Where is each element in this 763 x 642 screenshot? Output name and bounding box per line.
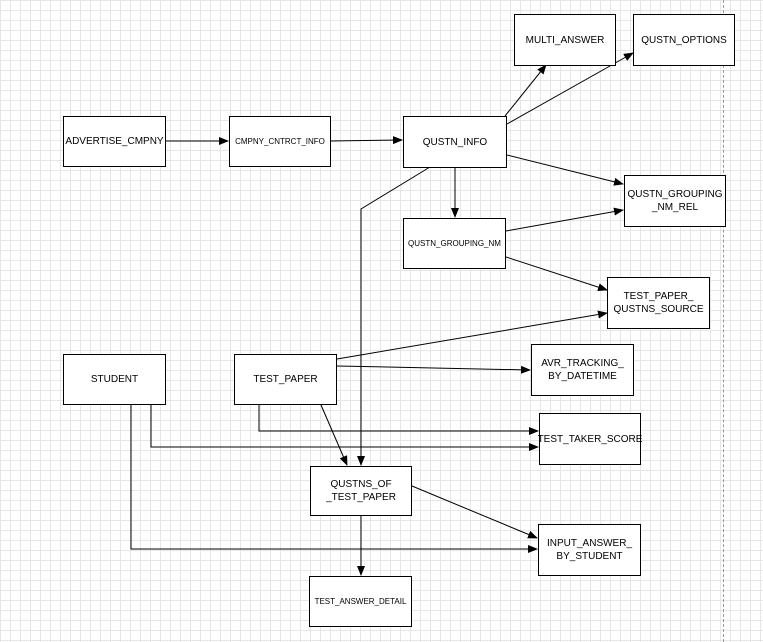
edge-test-paper-to-avr-tracking xyxy=(336,365,531,374)
edge-qustn-info-to-multi-answer xyxy=(504,64,547,117)
node-cmpny-cntrct-info[interactable]: CMPNY_CNTRCT_INFO xyxy=(229,116,331,167)
edge-grouping-nm-to-grouping-rel xyxy=(505,207,624,232)
node-input-answer-by-student[interactable]: INPUT_ANSWER_ BY_STUDENT xyxy=(538,524,641,576)
node-test-answer-detail[interactable]: TEST_ANSWER_DETAIL xyxy=(309,576,412,627)
node-test-taker-score[interactable]: TEST_TAKER_SCORE xyxy=(538,413,642,465)
edge-test-paper-to-test-paper-source xyxy=(336,310,608,360)
node-multi-answer[interactable]: MULTI_ANSWER xyxy=(514,14,616,66)
edge-qustn-info-to-grouping-rel xyxy=(506,154,624,186)
node-qustn-options[interactable]: QUSTN_OPTIONS xyxy=(633,14,735,66)
page-boundary-guide xyxy=(723,0,724,642)
node-avr-tracking-by-datetime[interactable]: AVR_TRACKING_ BY_DATETIME xyxy=(531,344,634,396)
edge-cmpny-cntrct-to-qustn-info xyxy=(330,136,403,145)
edge-grouping-nm-to-test-paper-source xyxy=(505,256,608,292)
edge-qustns-of-test-paper-to-input-answer xyxy=(411,485,538,539)
edge-qustn-info-to-qustns-of-test-paper xyxy=(357,166,431,466)
node-qustn-grouping-nm-rel[interactable]: QUSTN_GROUPING _NM_REL xyxy=(624,175,726,227)
edge-student-to-test-taker-score xyxy=(150,405,539,451)
node-qustn-grouping-nm[interactable]: QUSTN_GROUPING_NM xyxy=(403,218,506,269)
node-test-paper[interactable]: TEST_PAPER xyxy=(234,354,337,405)
node-qustn-info[interactable]: QUSTN_INFO xyxy=(403,116,507,168)
edge-test-paper-to-qustns-of-test-paper xyxy=(320,404,348,466)
node-student[interactable]: STUDENT xyxy=(63,354,166,405)
node-qustns-of-test-paper[interactable]: QUSTNS_OF _TEST_PAPER xyxy=(310,466,412,516)
edge-test-paper-to-test-taker-score xyxy=(258,405,539,435)
edge-student-to-input-answer xyxy=(130,405,538,553)
node-advertise-cmpny[interactable]: ADVERTISE_CMPNY xyxy=(63,116,166,167)
node-test-paper-qustns-source[interactable]: TEST_PAPER_ QUSTNS_SOURCE xyxy=(607,277,710,329)
